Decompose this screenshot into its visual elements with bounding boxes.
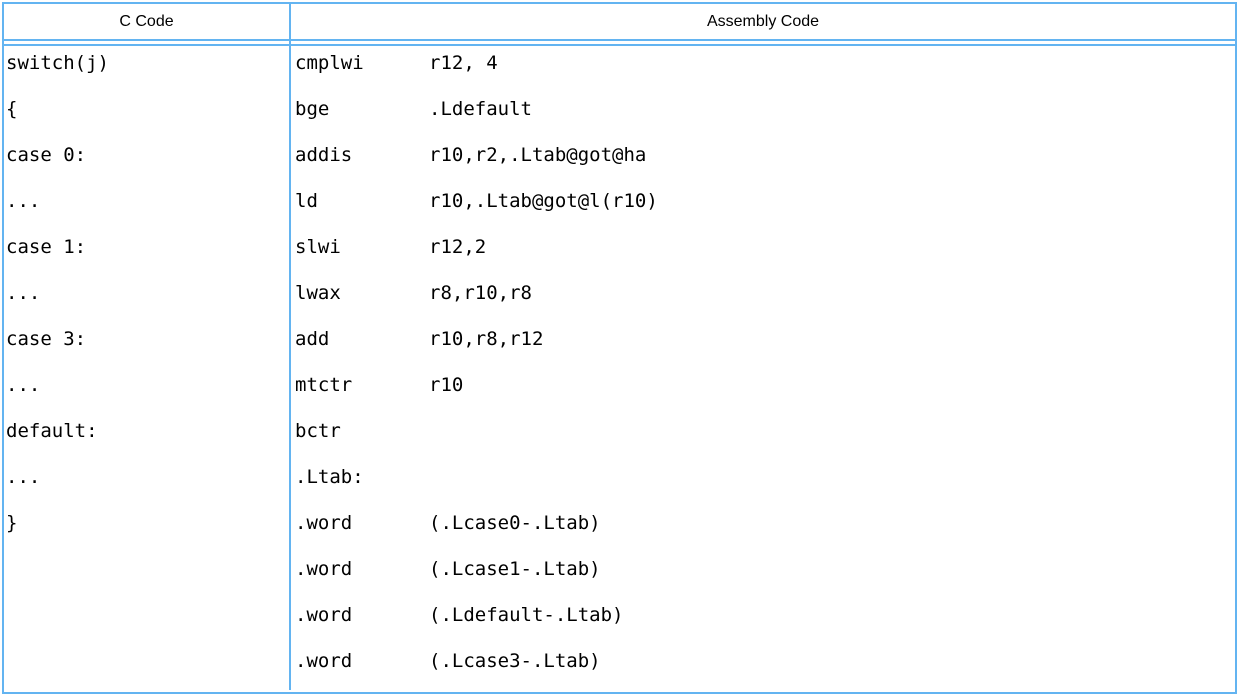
asm-code-line: cmplwi r12, 4 — [295, 46, 1235, 92]
asm-operands: (.Ldefault-.Ltab) — [429, 604, 624, 626]
asm-code-line: add r10,r8,r12 — [295, 322, 1235, 368]
asm-code-line: .word (.Lcase3-.Ltab) — [295, 644, 1235, 690]
header-c-code: C Code — [4, 4, 291, 39]
asm-operands: r10,r8,r12 — [429, 328, 544, 350]
asm-mnemonic: .word — [295, 604, 353, 626]
c-code-line: case 1: — [6, 236, 87, 258]
table-body-row: switch(j) { case 0:... case 1:... case 3:...… — [4, 46, 1235, 690]
header-body-gap — [4, 41, 1235, 44]
c-code-line: ... — [6, 374, 41, 396]
c-code-line: ... — [6, 466, 41, 488]
asm-mnemonic: bge — [295, 98, 330, 120]
asm-mnemonic: .word — [295, 512, 353, 534]
asm-operands: r10 — [429, 374, 464, 396]
asm-operands: r12, 4 — [429, 52, 498, 74]
header-assembly-code: Assembly Code — [706, 12, 820, 30]
asm-operands: (.Lcase3-.Ltab) — [429, 650, 601, 672]
asm-operands: (.Lcase0-.Ltab) — [429, 512, 601, 534]
asm-code-line: slwi r12,2 — [295, 230, 1235, 276]
c-code-line: case 3: — [6, 328, 87, 350]
asm-operands: r8,r10,r8 — [429, 282, 532, 304]
c-code-line: switch(j) — [6, 52, 109, 74]
c-code-cell: switch(j) { case 0:... case 1:... case 3:...… — [4, 46, 291, 690]
table-header-row: C Code Assembly Code — [4, 4, 1235, 41]
asm-code-line: addis r10,r2,.Ltab@got@ha — [295, 138, 1235, 184]
asm-operands: (.Lcase1-.Ltab) — [429, 558, 601, 580]
c-code-line: } — [6, 512, 18, 534]
asm-mnemonic: ld — [295, 190, 318, 212]
asm-mnemonic: .Ltab: — [295, 466, 364, 488]
c-code-line: { — [6, 98, 18, 120]
c-code-line: default: — [6, 420, 98, 442]
assembly-code-cell: cmplwi r12, 4 bge .Ldefault addis r10,r2,.Lta… — [291, 46, 1235, 690]
asm-mnemonic: add — [295, 328, 330, 350]
asm-code-line: mtctr r10 — [295, 368, 1235, 414]
c-code-line: ... — [6, 282, 41, 304]
asm-code-line: .Ltab: — [295, 460, 1235, 506]
asm-mnemonic: addis — [295, 144, 353, 166]
asm-code-line: bge .Ldefault — [295, 92, 1235, 138]
body-top-border — [4, 44, 1235, 46]
asm-code-line: .word (.Lcase0-.Ltab) — [295, 506, 1235, 552]
column-divider-segment — [4, 41, 291, 44]
asm-mnemonic: slwi — [295, 236, 341, 258]
c-code-line: case 0: — [6, 144, 87, 166]
c-code-line: ... — [6, 190, 41, 212]
asm-code-line: .word (.Lcase1-.Ltab) — [295, 552, 1235, 598]
asm-operands: r12,2 — [429, 236, 487, 258]
asm-operands: r10,.Ltab@got@l(r10) — [429, 190, 658, 212]
asm-mnemonic: mtctr — [295, 374, 353, 396]
asm-mnemonic: .word — [295, 558, 353, 580]
asm-mnemonic: cmplwi — [295, 52, 364, 74]
asm-code-line: ld r10,.Ltab@got@l(r10) — [295, 184, 1235, 230]
asm-mnemonic: bctr — [295, 420, 341, 442]
asm-operands: .Ldefault — [429, 98, 532, 120]
asm-code-line: bctr — [295, 414, 1235, 460]
asm-mnemonic: .word — [295, 650, 353, 672]
asm-code-line: lwax r8,r10,r8 — [295, 276, 1235, 322]
asm-mnemonic: lwax — [295, 282, 341, 304]
asm-operands: r10,r2,.Ltab@got@ha — [429, 144, 647, 166]
asm-code-line: .word (.Ldefault-.Ltab) — [295, 598, 1235, 644]
